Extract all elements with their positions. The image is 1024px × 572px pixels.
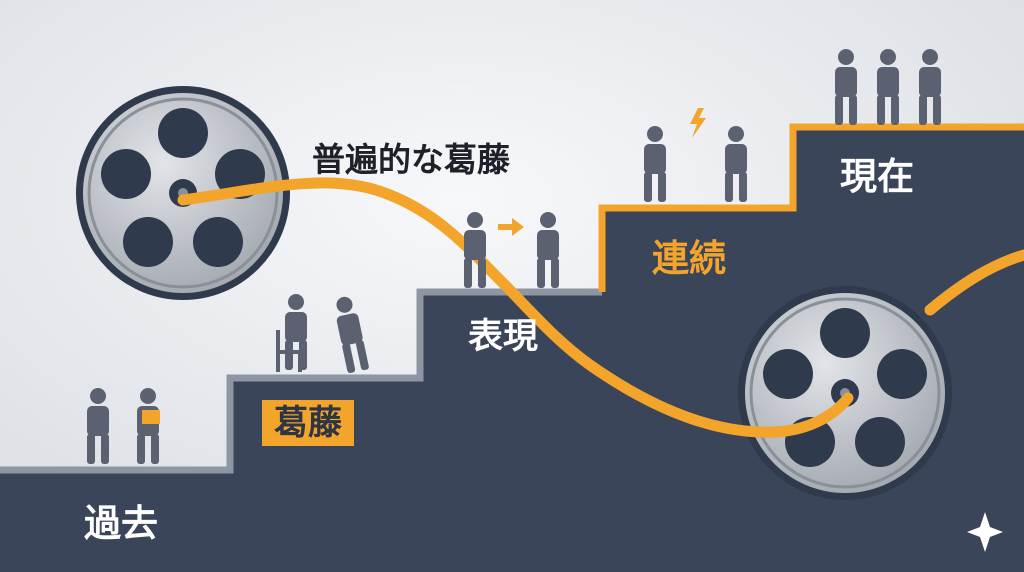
step-label-continuation: 連続 — [652, 237, 726, 280]
arrow-right-icon — [498, 218, 524, 236]
diagram-title: 普遍的な葛藤 — [312, 140, 510, 179]
staircase-edge — [0, 288, 602, 474]
sparkle-icon — [967, 512, 1003, 552]
film-ribbon — [177, 177, 854, 438]
lightning-icon — [690, 108, 706, 138]
book-icon — [142, 410, 160, 424]
step-label-conflict: 葛藤 — [262, 400, 354, 446]
staircase-edge-orange — [598, 123, 1024, 292]
film-reel-icon — [76, 86, 290, 300]
film-reel-icon — [738, 286, 952, 500]
film-ribbon-tail — [924, 249, 1024, 316]
step-label-expression: 表現 — [468, 317, 539, 357]
step-label-present: 現在 — [840, 155, 914, 198]
step-label-past: 過去 — [84, 502, 158, 545]
